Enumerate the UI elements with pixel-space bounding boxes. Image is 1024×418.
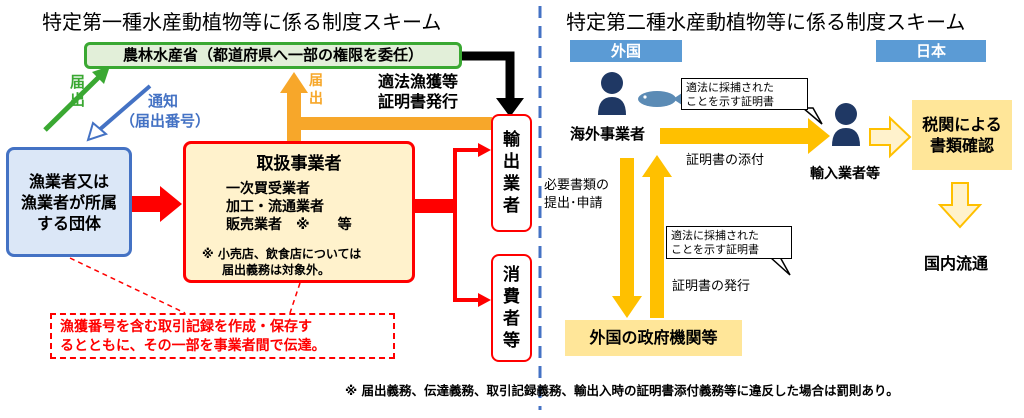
submit-line1: 必要書類の — [544, 178, 610, 193]
exporter-box: 輸 出 業 者 — [491, 114, 532, 232]
fisher-box: 漁業者又は 漁業者が所属 する団体 — [6, 147, 132, 257]
handler-title: 取扱事業者 — [256, 154, 342, 174]
consumer-char: 者 — [503, 309, 520, 329]
japan-header: 日本 — [876, 40, 986, 62]
certificate-flow-arrow — [462, 51, 524, 117]
domestic-distribution-label: 国内流通 — [924, 254, 989, 273]
handler-item: 加工・流通業者 — [226, 199, 324, 215]
handler-item: 一次買受業者 — [226, 181, 310, 197]
customs-line2: 書類確認 — [929, 136, 994, 155]
handler-report-label: 届出 — [309, 73, 323, 107]
submit-arrow — [612, 158, 642, 318]
consumer-char: 費 — [503, 287, 520, 307]
foreign-government-box: 外国の政府機関等 — [565, 320, 742, 356]
certificate-callout-1: 適法に採捕された ことを示す証明書 — [681, 78, 808, 110]
fisher-line1: 漁業者又は — [28, 171, 109, 191]
handler-item: 販売業者 ※ 等 — [226, 217, 352, 233]
exporter-request-arrow — [294, 117, 492, 130]
fisher-to-handler-arrow — [132, 186, 182, 222]
handler-to-exporter-consumer-arrows — [415, 143, 491, 307]
importer-label: 輸入業者等 — [810, 166, 880, 182]
exporter-char: 輸 — [503, 130, 520, 150]
right-section-title: 特定第二種水産動植物等に係る制度スキーム — [566, 10, 966, 34]
handler-box: 取扱事業者 一次買受業者 加工・流通業者 販売業者 ※ 等 ※ 小売店、飲食店に… — [183, 141, 415, 283]
foreign-header: 外国 — [570, 40, 682, 62]
submit-line2: 提出･申請 — [544, 196, 603, 211]
note-line1: 漁獲番号を含む取引記録を作成・保存す — [60, 319, 312, 335]
issue-certificate-label: 証明書の発行 — [672, 279, 751, 294]
penalty-footnote: ※ 届出義務、伝達義務、取引記録義務、輸出入時の証明書添付義務等に違反した場合は… — [345, 383, 899, 398]
callout1-line2: ことを示す証明書 — [686, 95, 774, 108]
maff-box: 農林水産省（都道府県へ一部の権限を委任） — [84, 42, 462, 69]
exporter-char: 業 — [503, 174, 520, 194]
fisher-line3: する団体 — [36, 213, 101, 233]
exporter-char: 出 — [503, 152, 520, 172]
customs-check-box: 税関による 書類確認 — [912, 100, 1012, 170]
handler-list: 一次買受業者 加工・流通業者 販売業者 ※ 等 — [226, 180, 412, 234]
callout1-line1: 適法に採捕された — [686, 81, 774, 94]
handler-note: ※ 小売店、飲食店については 届出義務は対象外。 — [202, 246, 412, 278]
certificate-issue-label: 適法漁獲等 証明書発行 — [378, 72, 458, 112]
fisher-line2: 漁業者が所属 — [20, 192, 117, 212]
consumer-char: 消 — [503, 265, 520, 285]
left-section-title: 特定第一種水産動植物等に係る制度スキーム — [42, 10, 442, 34]
overseas-operator-label: 海外事業者 — [570, 125, 646, 143]
certificate-callout-2: 適法に採捕された ことを示す証明書 — [666, 226, 792, 259]
exporter-char: 者 — [503, 196, 520, 216]
to-domestic-arrow — [937, 182, 983, 229]
transaction-record-note: 漁獲番号を含む取引記録を作成・保存す るとともに、その一部を事業者間で伝達。 — [50, 313, 395, 359]
handler-report-arrow — [280, 72, 308, 142]
note-line2: るとともに、その一部を事業者間で伝達。 — [60, 338, 326, 354]
handler-note-line1: ※ 小売店、飲食店については — [202, 247, 362, 261]
notify-number-label: （届出番号） — [120, 112, 211, 130]
attach-certificate-arrow — [660, 118, 830, 154]
to-customs-arrow — [869, 115, 912, 159]
customs-line1: 税関による — [922, 115, 1002, 134]
issue-arrow — [642, 155, 672, 318]
report-label: 届出 — [70, 73, 86, 109]
person-icon — [832, 103, 860, 146]
person-icon — [598, 72, 626, 115]
consumer-char: 等 — [503, 331, 520, 351]
notify-arrow — [86, 84, 152, 142]
notify-label: 通知 — [148, 92, 179, 110]
submit-documents-label: 必要書類の 提出･申請 — [544, 177, 609, 213]
report-arrow — [43, 66, 110, 132]
fish-icon — [638, 91, 685, 107]
consumer-box: 消 費 者 等 — [491, 254, 532, 362]
certificate-line2: 証明書発行 — [378, 92, 459, 111]
certificate-line1: 適法漁獲等 — [378, 72, 459, 91]
callout2-line2: ことを示す証明書 — [671, 243, 759, 256]
callout2-line1: 適法に採捕された — [671, 229, 759, 242]
handler-note-line2: 届出義務は対象外。 — [222, 263, 331, 277]
attach-certificate-label: 証明書の添付 — [686, 153, 765, 168]
